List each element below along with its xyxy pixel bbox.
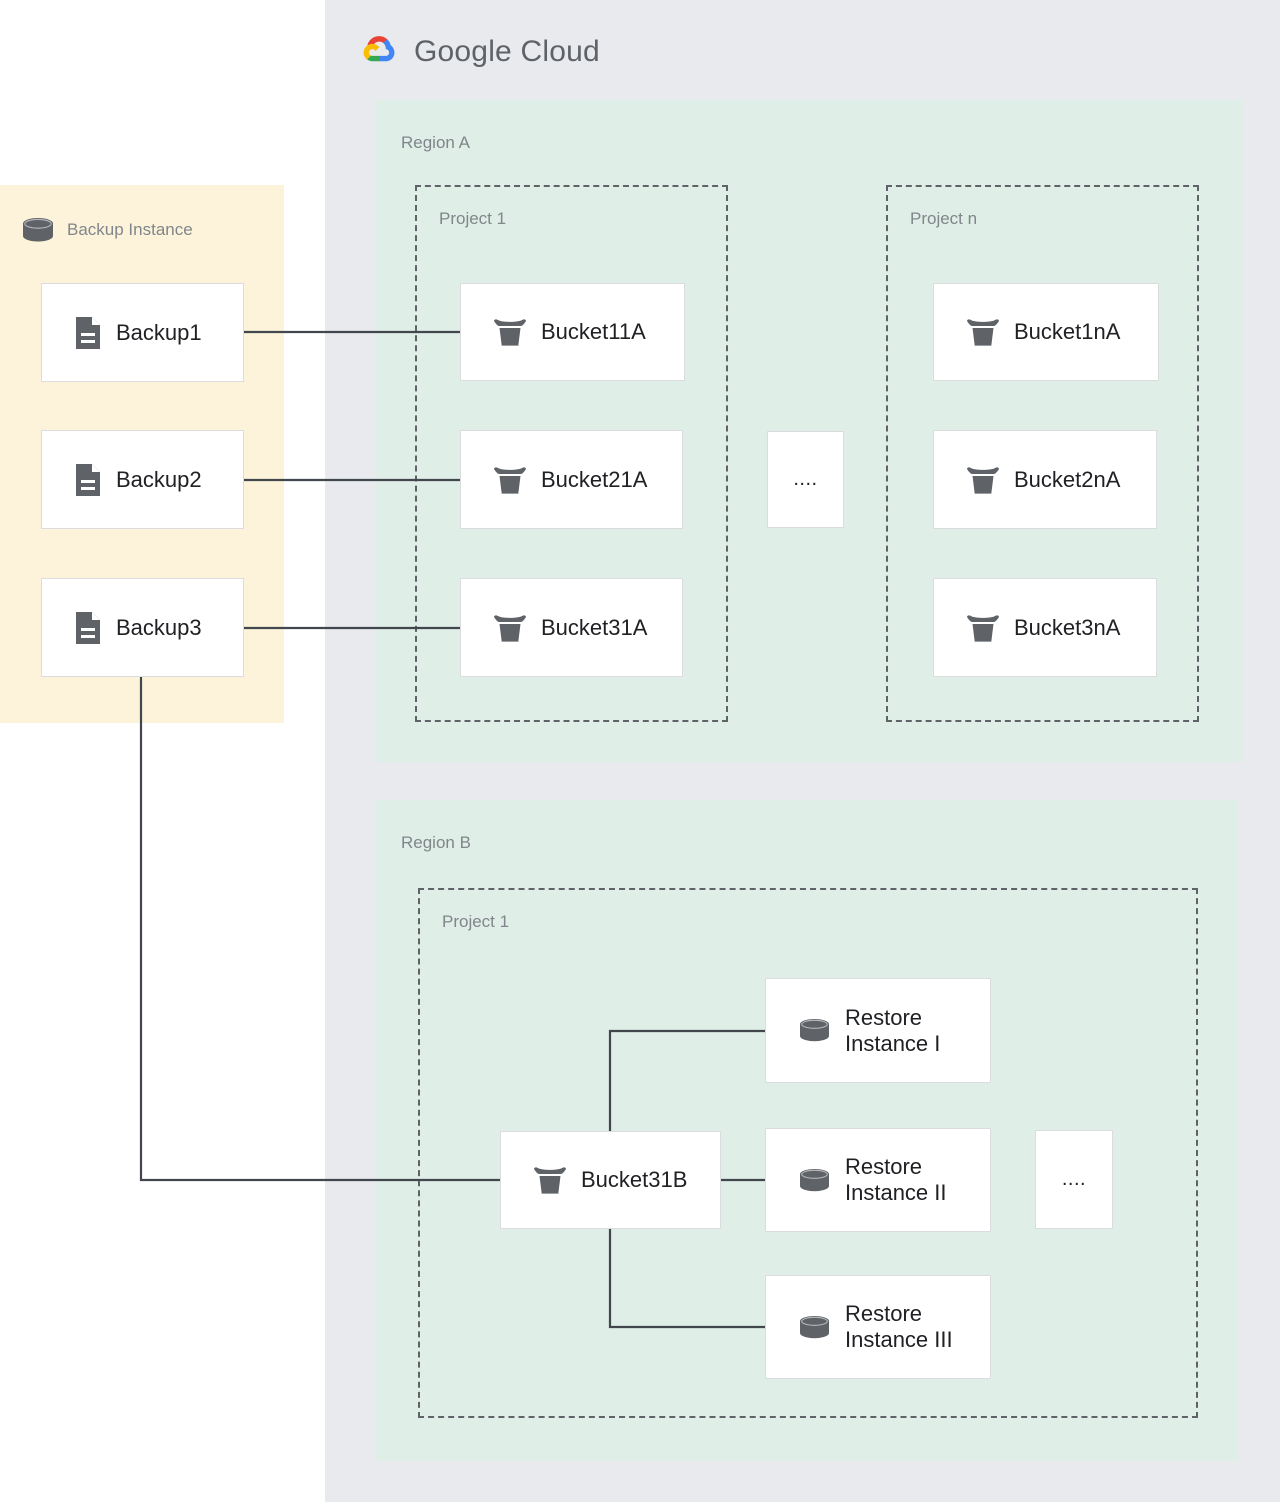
bucket-card-bucket1na[interactable]: Bucket1nA — [933, 283, 1159, 381]
bucket-card-bucket3na-label: Bucket3nA — [1014, 614, 1121, 640]
bucket-icon — [494, 319, 526, 346]
ellipsis-card-region-a: .... — [767, 431, 844, 528]
bucket-icon — [494, 614, 526, 642]
bucket-card-bucket1na-label: Bucket1nA — [1014, 319, 1121, 345]
backup-instance-title: Backup Instance — [67, 220, 193, 239]
backup-card-1[interactable]: Backup1 — [41, 283, 244, 382]
project-1-region-b-label: Project 1 — [442, 912, 510, 931]
ellipsis-card-region-b: .... — [1035, 1130, 1113, 1229]
google-cloud-brand: Google Cloud — [355, 29, 600, 75]
bucket-icon — [967, 614, 999, 642]
bucket-icon — [534, 1167, 566, 1194]
ellipsis-label-region-a: .... — [793, 467, 818, 490]
restore-instance-card-2-label: Restore Instance II — [845, 1154, 947, 1205]
backup-card-1-label: Backup1 — [116, 319, 202, 345]
restore-instance-card-1[interactable]: Restore Instance I — [765, 978, 991, 1083]
restore-instance-card-2[interactable]: Restore Instance II — [765, 1128, 991, 1232]
bucket-icon — [967, 319, 999, 346]
google-cloud-logo-icon — [363, 36, 395, 62]
database-icon — [800, 1019, 829, 1042]
bucket-card-bucket31b[interactable]: Bucket31B — [500, 1131, 721, 1229]
database-icon — [800, 1168, 829, 1191]
database-icon — [23, 218, 53, 242]
restore-instance-card-3-label: Restore Instance III — [845, 1301, 953, 1352]
document-icon — [76, 611, 100, 644]
project-n-region-a: Project n — [886, 185, 1199, 722]
backup-card-3-label: Backup3 — [116, 614, 202, 640]
brand-name-cloud: Cloud — [520, 35, 600, 68]
region-b-label: Region B — [401, 833, 471, 852]
bucket-card-bucket2na-label: Bucket2nA — [1014, 466, 1121, 492]
database-icon — [800, 1315, 829, 1338]
bucket-icon — [494, 466, 526, 494]
bucket-card-bucket31a[interactable]: Bucket31A — [460, 578, 683, 677]
project-1-region-a-label: Project 1 — [439, 209, 507, 228]
ellipsis-label-region-b: .... — [1061, 1167, 1087, 1190]
region-a-label: Region A — [401, 133, 470, 152]
bucket-card-bucket11a-label: Bucket11A — [541, 319, 646, 345]
bucket-card-bucket3na[interactable]: Bucket3nA — [933, 578, 1157, 677]
document-icon — [76, 463, 100, 496]
brand-name-google: Google — [414, 35, 512, 68]
restore-instance-card-1-label: Restore Instance I — [845, 1004, 941, 1056]
document-icon — [76, 316, 100, 349]
bucket-card-bucket2na[interactable]: Bucket2nA — [933, 430, 1157, 529]
bucket-card-bucket21a[interactable]: Bucket21A — [460, 430, 683, 529]
backup-card-2[interactable]: Backup2 — [41, 430, 244, 529]
project-1-region-a: Project 1 — [415, 185, 728, 722]
bucket-card-bucket31b-label: Bucket31B — [581, 1167, 688, 1193]
backup-instance-header: Backup Instance — [21, 217, 193, 243]
backup-card-3[interactable]: Backup3 — [41, 578, 244, 677]
brand-text: Google Cloud — [414, 35, 600, 69]
bucket-card-bucket31a-label: Bucket31A — [541, 614, 648, 640]
restore-instance-card-3[interactable]: Restore Instance III — [765, 1275, 991, 1379]
backup-card-2-label: Backup2 — [116, 466, 202, 492]
project-n-region-a-label: Project n — [910, 209, 978, 228]
bucket-icon — [967, 466, 999, 494]
bucket-card-bucket11a[interactable]: Bucket11A — [460, 283, 685, 381]
bucket-card-bucket21a-label: Bucket21A — [541, 466, 648, 492]
